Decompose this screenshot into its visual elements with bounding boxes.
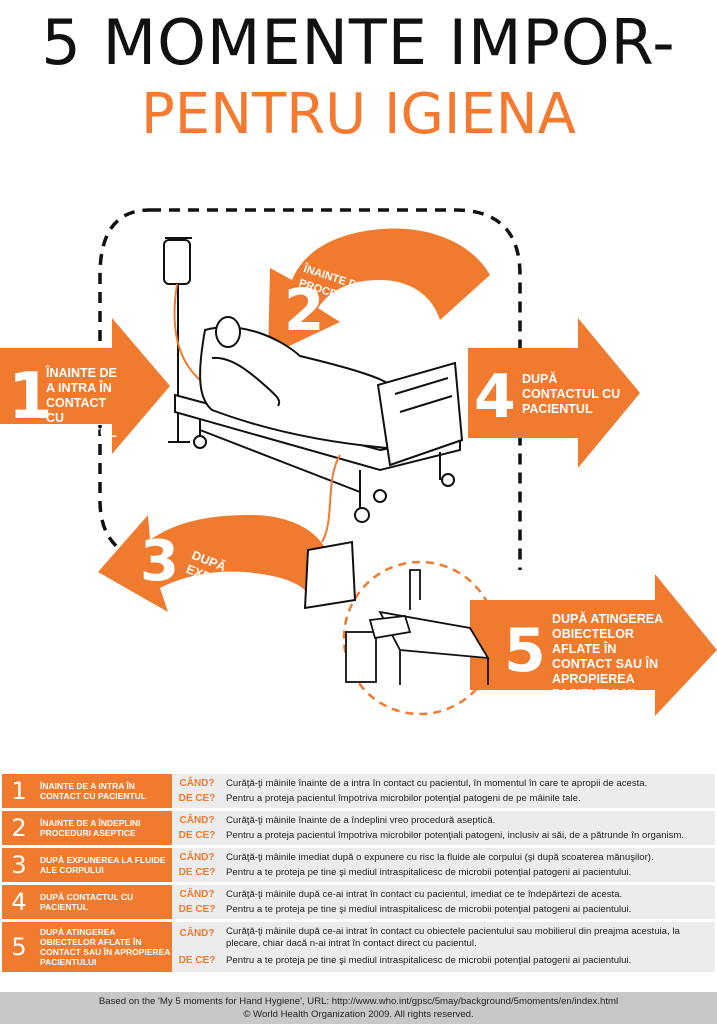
when-text: Curăţă-ţi mâinile după ce-ai intrat în c… <box>226 889 623 900</box>
when-label: CÂND? <box>179 889 215 900</box>
small-bed <box>345 569 490 685</box>
arrow-moment-1 <box>0 318 170 454</box>
why-text: Pentru a te proteja pe tine şi mediul in… <box>226 955 632 966</box>
arrow-moment-3 <box>98 515 330 612</box>
moment-5-number: 5 <box>504 616 546 686</box>
footer-source: Based on the 'My 5 moments for Hand Hygi… <box>98 996 619 1007</box>
moment-2-number: 2 <box>284 276 324 344</box>
row-label: DUPĂ ATINGEREA OBIECTELOR AFLATE ÎN CONT… <box>36 922 172 972</box>
footer: Based on the 'My 5 moments for Hand Hygi… <box>0 992 717 1024</box>
row-label: DUPĂ CONTACTUL CU PACIENTUL <box>36 885 172 919</box>
row-number: 2 <box>2 811 36 845</box>
when-label: CÂND? <box>179 815 215 826</box>
table-row: 5 DUPĂ ATINGEREA OBIECTELOR AFLATE ÎN CO… <box>2 922 715 972</box>
row-label: ÎNAINTE DE A INTRA ÎN CONTACT CU PACIENT… <box>36 774 172 808</box>
row-label: ÎNAINTE DE A ÎNDEPLINI PROCEDURI ASEPTIC… <box>36 811 172 845</box>
row-label: DUPĂ EXPUNEREA LA FLUIDE ALE CORPULUI <box>36 848 172 882</box>
table-row: 3 DUPĂ EXPUNEREA LA FLUIDE ALE CORPULUI … <box>2 848 715 882</box>
when-text: Curăţă-ţi mâinile după ce-ai intrat în c… <box>226 926 680 949</box>
moment-4-label: DUPĂ CONTACTUL CU PACIENTUL <box>522 372 621 416</box>
moments-table: 1 ÎNAINTE DE A INTRA ÎN CONTACT CU PACIE… <box>2 774 715 972</box>
why-text: Pentru a proteja pacientul împotriva mic… <box>226 830 685 841</box>
why-label: DE CE? <box>178 904 216 915</box>
why-label: DE CE? <box>178 955 216 966</box>
why-text: Pentru a te proteja pe tine şi mediul in… <box>226 904 632 915</box>
row-number: 4 <box>2 885 36 919</box>
when-label: CÂND? <box>179 778 215 789</box>
when-label: CÂND? <box>179 852 215 863</box>
table-row: 1 ÎNAINTE DE A INTRA ÎN CONTACT CU PACIE… <box>2 774 715 808</box>
hospital-bed <box>174 316 464 523</box>
drainage-bag <box>303 454 357 610</box>
when-text: Curăţă-ţi mâinile înainte de a îndeplini… <box>226 815 496 826</box>
row-number: 1 <box>2 774 36 808</box>
moment-3-number: 3 <box>140 529 179 594</box>
moment-1-number: 1 <box>8 360 53 434</box>
moment-4-number: 4 <box>474 362 516 432</box>
why-text: Pentru a te proteja pe tine şi mediul in… <box>226 867 632 878</box>
page-title: 5 MOMENTE IMPOR- <box>41 6 676 79</box>
why-label: DE CE? <box>178 830 216 841</box>
page-subtitle: PENTRU IGIENA <box>141 82 576 147</box>
hand-hygiene-illustration: 1 2 3 4 5 <box>0 208 717 716</box>
when-label: CÂND? <box>179 928 215 939</box>
why-text: Pentru a proteja pacientul împotriva mic… <box>226 793 581 804</box>
table-row: 4 DUPĂ CONTACTUL CU PACIENTUL CÂND? DE CE… <box>2 885 715 919</box>
moment-5-label: DUPĂ ATINGEREA OBIECTELOR AFLATE ÎN CONT… <box>552 612 663 701</box>
row-number: 5 <box>2 922 36 972</box>
table-row: 2 ÎNAINTE DE A ÎNDEPLINI PROCEDURI ASEPT… <box>2 811 715 845</box>
arrow-moment-4 <box>468 318 640 468</box>
arrow-moment-2 <box>268 228 490 356</box>
arrow-moment-5 <box>470 574 717 716</box>
when-text: Curăţă-ţi mâinile imediat după o expuner… <box>226 852 654 863</box>
why-label: DE CE? <box>178 793 216 804</box>
when-text: Curăţă-ţi mâinile înainte de a intra în … <box>226 778 648 789</box>
why-label: DE CE? <box>178 867 216 878</box>
footer-copyright: © World Health Organization 2009. All ri… <box>243 1009 474 1020</box>
moment-1-label: ÎNAINTE DE A INTRA ÎN CONTACT CU PACIENT… <box>46 366 117 440</box>
row-number: 3 <box>2 848 36 882</box>
